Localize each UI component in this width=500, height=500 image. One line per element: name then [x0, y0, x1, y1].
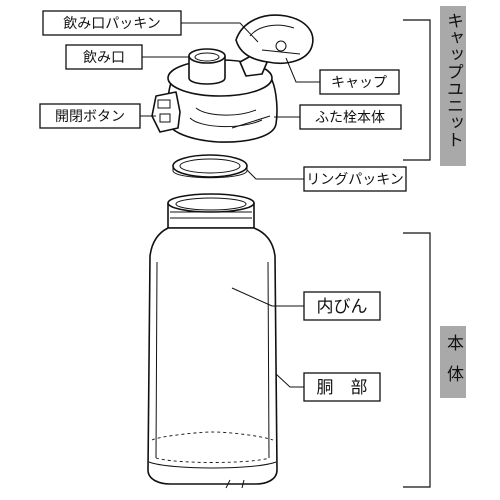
- label-body-barrel: 胴 部: [275, 372, 381, 402]
- label-inner-bottle: 内びん: [231, 287, 381, 321]
- label-ring-packing-text: リングパッキン: [306, 172, 404, 188]
- label-open-close-button-text: 開閉ボタン: [55, 109, 125, 125]
- label-cap: キャップ: [285, 57, 400, 95]
- cap-unit-section-bar: [440, 6, 466, 166]
- label-open-close-button: 開閉ボタン: [39, 103, 156, 129]
- label-lid-body: ふた栓本体: [274, 104, 402, 130]
- main-body-section-label: 本体: [443, 334, 464, 396]
- label-lid-body-text: ふた栓本体: [315, 110, 385, 126]
- ring-packing-illustration: [172, 154, 248, 179]
- label-body-barrel-text: 胴 部: [317, 378, 368, 398]
- label-cap-text: キャップ: [331, 75, 387, 91]
- label-spout-packing-text: 飲み口パッキン: [63, 16, 161, 32]
- cap-unit-section-label: キャップユニット: [443, 12, 463, 148]
- label-inner-bottle-text: 内びん: [317, 297, 368, 317]
- main-body-section-bar: [440, 326, 466, 398]
- main-body-bracket: 本体: [403, 232, 466, 488]
- bottle-body-illustration: [147, 193, 278, 489]
- label-spout-text: 飲み口: [83, 50, 125, 66]
- label-ring-packing: リングパッキン: [246, 166, 407, 192]
- label-spout-packing: 飲み口パッキン: [42, 10, 259, 43]
- cap-unit-bracket: キャップユニット: [403, 6, 466, 166]
- label-spout: 飲み口: [65, 44, 190, 70]
